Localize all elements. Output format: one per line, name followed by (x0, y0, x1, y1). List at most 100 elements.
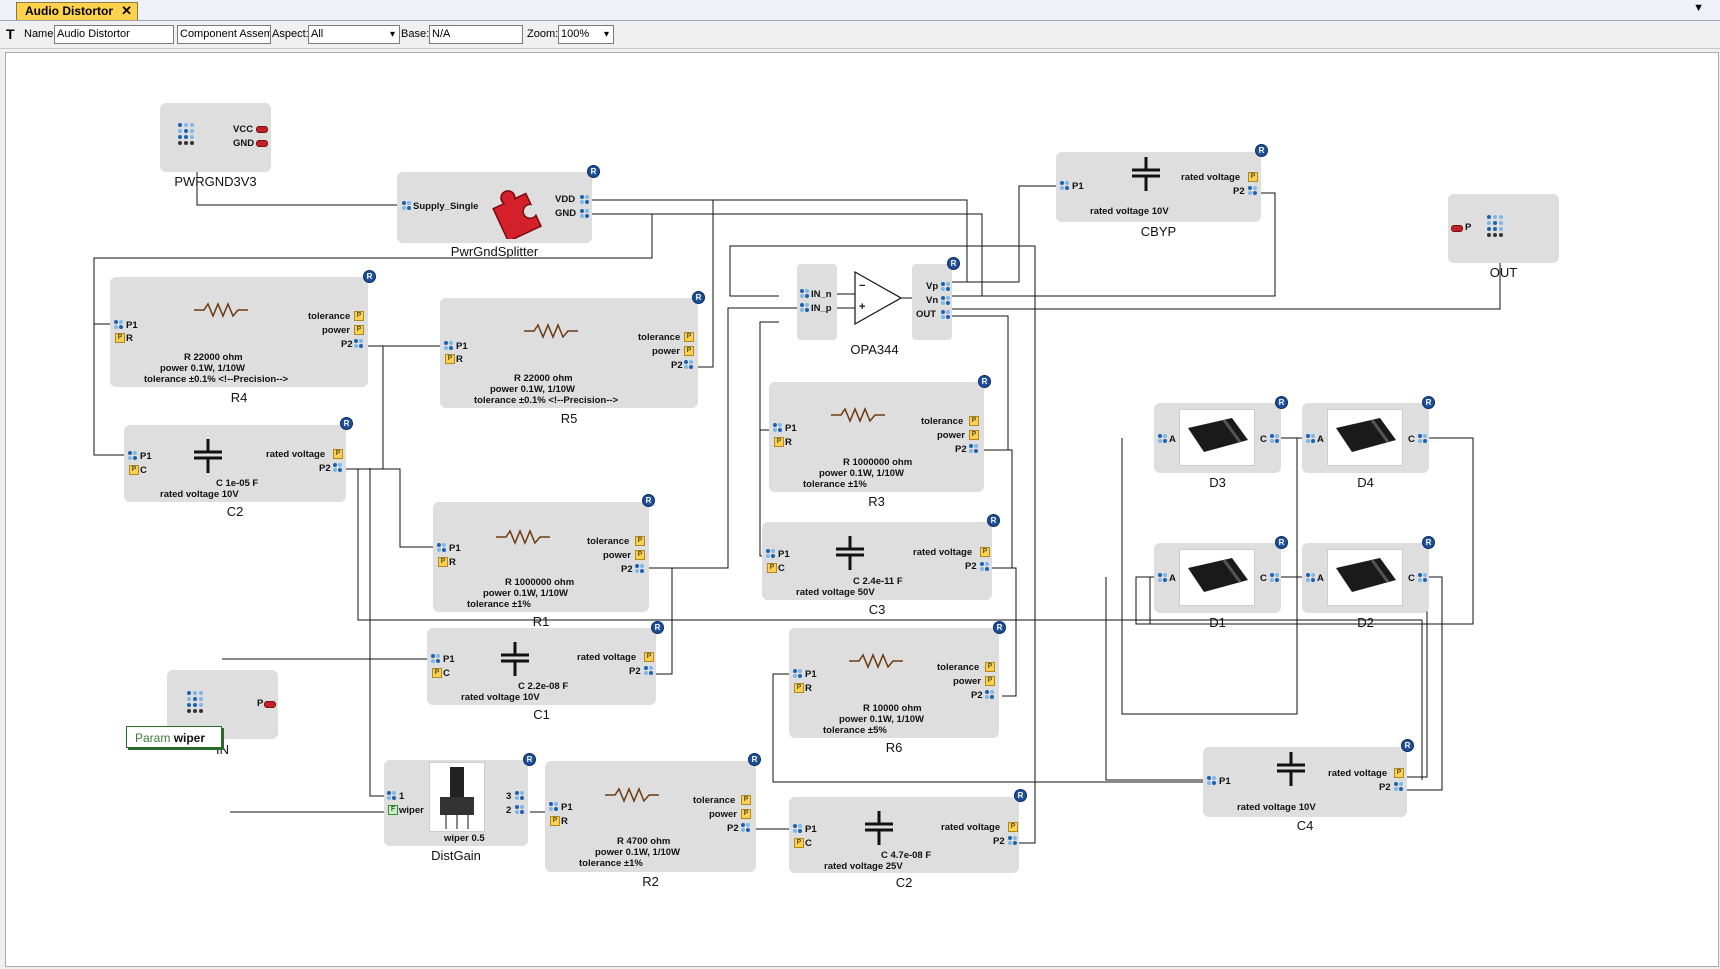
r5-block[interactable]: P1 P R tolerance P power P P2 R 22000 oh… (440, 298, 698, 408)
p1-label: P1 (140, 451, 152, 462)
close-icon[interactable]: ✕ (121, 3, 132, 18)
p1-port[interactable] (549, 802, 558, 811)
a-label: A (1317, 434, 1324, 445)
p2-port[interactable] (980, 562, 989, 571)
p2-port[interactable] (1008, 836, 1017, 845)
p1-port[interactable] (766, 549, 775, 558)
p1-port[interactable] (128, 451, 137, 460)
gnd-port[interactable] (256, 140, 268, 147)
p1-port[interactable] (431, 654, 440, 663)
param-badge: P (969, 430, 979, 440)
r4-block[interactable]: P1 P R tolerance P power P P2 R 22000 oh… (110, 277, 368, 387)
r6-block[interactable]: P1 P R tolerance P power P P2 R 10000 oh… (789, 628, 999, 738)
p-port[interactable] (264, 701, 276, 708)
p2-port[interactable] (1394, 782, 1403, 791)
puzzle-icon (492, 190, 543, 239)
p2-port[interactable] (333, 463, 342, 472)
a-port[interactable] (1306, 434, 1315, 443)
opa344-left-block[interactable]: IN_n IN_p (797, 264, 837, 340)
c-port[interactable] (1418, 434, 1427, 443)
pin1-port[interactable] (387, 791, 396, 800)
d1-block[interactable]: A C (1154, 543, 1281, 613)
c2-block[interactable]: P1 P C rated voltage P P2 C 1e-05 F rate… (124, 425, 346, 502)
p1-port[interactable] (444, 341, 453, 350)
param-badge: P (1008, 822, 1018, 832)
tab-audio-distortor[interactable]: Audio Distortor ✕ (16, 2, 138, 20)
in-p-port[interactable] (800, 303, 809, 312)
a-label: A (1169, 573, 1176, 584)
p1-port[interactable] (773, 423, 782, 432)
vdd-port[interactable] (580, 195, 589, 204)
tolerance-text: tolerance ±0.1% <!--Precision--> (144, 374, 289, 385)
c-port[interactable] (1418, 573, 1427, 582)
cbyp-block[interactable]: P1 rated voltage P P2 rated voltage 10V (1056, 152, 1261, 222)
a-port[interactable] (1158, 434, 1167, 443)
gnd-port[interactable] (580, 209, 589, 218)
d4-block[interactable]: A C (1302, 403, 1429, 473)
a-port[interactable] (1306, 573, 1315, 582)
c4-block[interactable]: P1 rated voltage P P2 rated voltage 10V (1203, 747, 1407, 817)
p1-port[interactable] (793, 824, 802, 833)
name-field[interactable]: Audio Distortor (54, 25, 174, 44)
rated-voltage-label: rated voltage (577, 652, 637, 663)
a-port[interactable] (1158, 573, 1167, 582)
p1-port[interactable] (114, 320, 123, 329)
p2-port[interactable] (644, 666, 653, 675)
p1-port[interactable] (1060, 181, 1069, 190)
c2-bottom-block[interactable]: P1 P C rated voltage P P2 C 4.7e-08 F ra… (789, 797, 1019, 873)
value-text: C 2.2e-08 F (518, 681, 569, 692)
tab-bar: Audio Distortor ✕ ▼ (0, 0, 1720, 21)
r1-block[interactable]: P1 P R tolerance P power P P2 R 1000000 … (433, 502, 649, 612)
r4-caption: R4 (230, 390, 248, 405)
p2-port[interactable] (1248, 186, 1257, 195)
power-label: power (603, 550, 631, 561)
r-badge-icon: R (748, 753, 761, 766)
base-field[interactable]: N/A (429, 25, 523, 44)
d4-caption: D4 (1357, 475, 1374, 490)
text-tool-icon[interactable]: T (6, 26, 15, 42)
r3-block[interactable]: P1 P R tolerance P power P P2 R 1000000 … (769, 382, 984, 492)
tab-list-chevron-down-icon[interactable]: ▼ (1693, 2, 1704, 14)
zoom-select[interactable]: 100%▾ (558, 25, 614, 44)
param-badge: P (115, 333, 125, 343)
d3-block[interactable]: A C (1154, 403, 1281, 473)
r2-block[interactable]: P1 P R tolerance P power P P2 R 4700 ohm… (545, 761, 756, 872)
p2-port[interactable] (985, 690, 994, 699)
p2-port[interactable] (354, 339, 363, 348)
supply-single-port[interactable] (402, 201, 411, 210)
out-block[interactable]: P (1448, 194, 1559, 263)
r-label: R (561, 816, 568, 827)
p1-port[interactable] (1207, 776, 1216, 785)
c2-caption: C2 (226, 504, 244, 519)
r-badge-icon: R (363, 270, 376, 283)
p1-port[interactable] (793, 669, 802, 678)
c3-block[interactable]: P1 P C rated voltage P P2 C 2.4e-11 F ra… (762, 522, 992, 600)
vp-port[interactable] (941, 282, 950, 291)
p2-port[interactable] (684, 360, 693, 369)
out-port[interactable] (941, 310, 950, 319)
in-n-port[interactable] (800, 289, 809, 298)
vcc-port[interactable] (256, 126, 268, 133)
c1-block[interactable]: P1 P C rated voltage P P2 C 2.2e-08 F ra… (427, 628, 656, 705)
p2-port[interactable] (741, 823, 750, 832)
r-label: R (805, 683, 812, 694)
vn-port[interactable] (941, 296, 950, 305)
c-port[interactable] (1270, 573, 1279, 582)
pin2-port[interactable] (515, 805, 524, 814)
resistor-icon (524, 323, 578, 339)
pwrgndsplitter-block[interactable]: Supply_Single VDD GND (397, 172, 592, 243)
distgain-block[interactable]: 1 F wiper wiper 0.5 3 2 (384, 760, 528, 846)
opa344-right-block[interactable]: Vp Vn OUT (912, 264, 952, 340)
aspect-select[interactable]: All▾ (308, 25, 400, 44)
d2-block[interactable]: A C (1302, 543, 1429, 613)
c-port[interactable] (1270, 434, 1279, 443)
diode-icon (1188, 418, 1248, 452)
type-field[interactable]: Component Assembl (177, 25, 271, 44)
p-port[interactable] (1451, 225, 1463, 232)
pin3-port[interactable] (515, 791, 524, 800)
p2-port[interactable] (969, 444, 978, 453)
p1-port[interactable] (437, 543, 446, 552)
p2-port[interactable] (635, 564, 644, 573)
param-wiper-block[interactable]: Param wiper (126, 726, 222, 748)
pwrgnd3v3-block[interactable]: VCC GND (160, 103, 271, 172)
